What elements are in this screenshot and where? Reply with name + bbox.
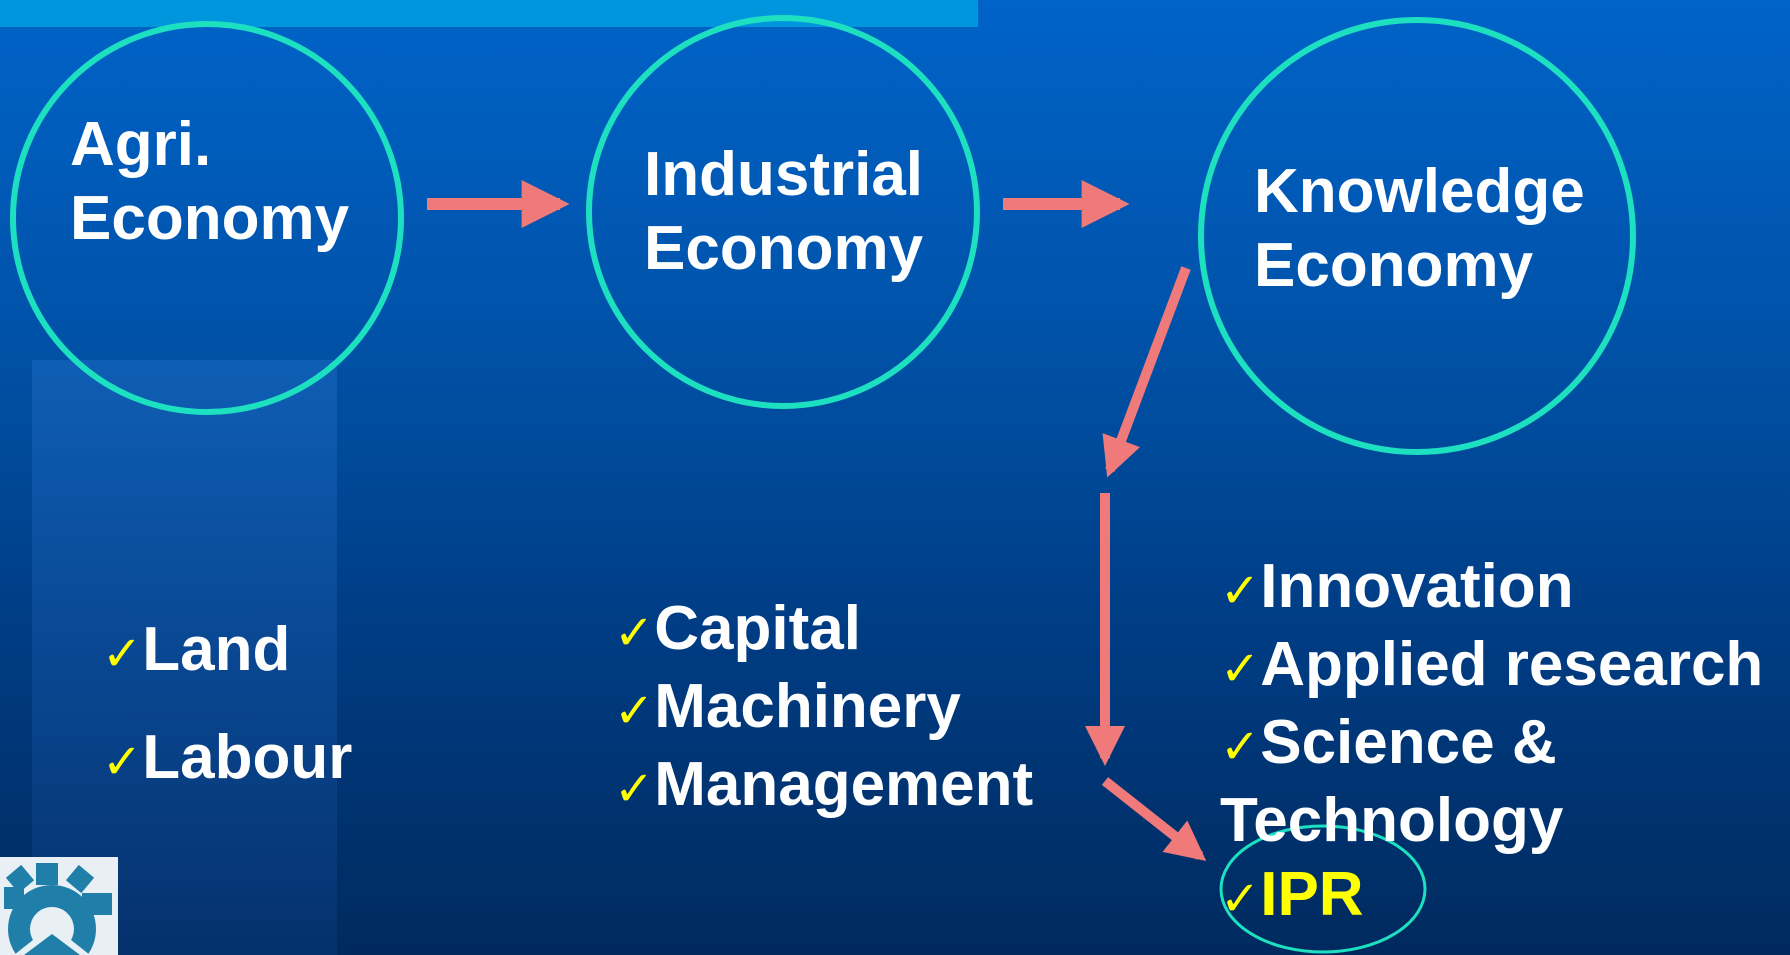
check-icon: ✓ [1220, 871, 1261, 927]
agri-economy-title: Agri. Economy [70, 108, 349, 256]
list-item: ✓Land [102, 615, 291, 684]
list-item: Technology [1220, 786, 1564, 855]
agri-factors-list: ✓Land ✓Labour [102, 598, 352, 814]
knowledge-title-line1: Knowledge [1254, 157, 1585, 226]
list-item-ipr: ✓IPR [1220, 858, 1763, 936]
industrial-title-line2: Economy [644, 214, 924, 283]
gear-logo-icon [0, 857, 118, 955]
knowledge-title-line2: Economy [1254, 231, 1534, 300]
left-accent-panel [32, 360, 337, 955]
list-item: ✓Capital [614, 594, 861, 663]
list-item: ✓Innovation [1220, 552, 1574, 621]
industrial-title-line1: Industrial [644, 140, 924, 209]
list-item: ✓Management [614, 750, 1034, 819]
check-icon: ✓ [1220, 563, 1261, 619]
ipr-highlight-ellipse [1219, 824, 1427, 954]
industrial-economy-circle [586, 15, 980, 409]
industrial-economy-title: Industrial Economy [644, 138, 923, 286]
check-icon: ✓ [102, 734, 143, 790]
check-icon: ✓ [614, 761, 655, 817]
arrow-to-ipr [1101, 777, 1207, 861]
list-item: ✓Applied research [1220, 630, 1764, 699]
industrial-factors-list: ✓Capital ✓Machinery ✓Management [614, 592, 1033, 826]
agri-economy-circle [10, 21, 404, 415]
ipr-label: IPR [1260, 860, 1364, 929]
knowledge-economy-circle [1198, 17, 1636, 455]
check-icon: ✓ [1220, 641, 1261, 697]
knowledge-economy-title: Knowledge Economy [1254, 155, 1585, 303]
list-item: ✓Machinery [614, 672, 961, 741]
check-icon: ✓ [614, 605, 655, 661]
agri-title-line2: Economy [70, 184, 350, 253]
check-icon: ✓ [1220, 719, 1261, 775]
check-icon: ✓ [614, 683, 655, 739]
arrow-knowledge-down-diagonal [1102, 266, 1191, 478]
list-item: ✓Science & [1220, 708, 1557, 777]
list-item: ✓Labour [102, 723, 353, 792]
knowledge-factors-list: ✓Innovation ✓Applied research ✓Science &… [1220, 550, 1763, 936]
agri-title-line1: Agri. [70, 110, 212, 179]
check-icon: ✓ [102, 626, 143, 682]
